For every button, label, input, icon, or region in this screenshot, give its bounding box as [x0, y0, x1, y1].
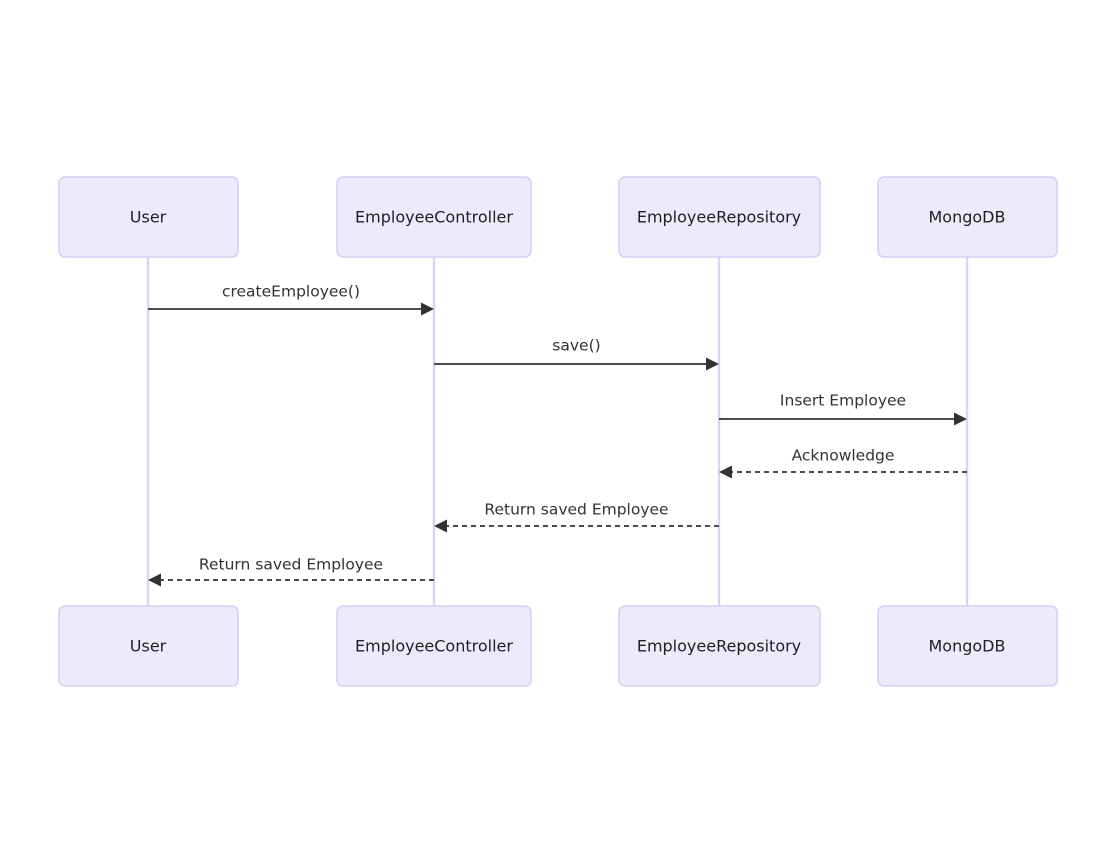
message-label-m1: createEmployee()	[222, 283, 360, 301]
actor-label-mongodb: MongoDB	[929, 208, 1006, 227]
message-m3[interactable]: Insert Employee	[719, 392, 967, 426]
actor-box-rect-mongodb	[877, 605, 1058, 687]
message-arrowhead-m4	[719, 465, 732, 479]
message-arrowhead-m6	[148, 573, 161, 587]
actor-box-bottom-user[interactable]: User	[58, 605, 239, 687]
message-label-m4: Acknowledge	[792, 447, 895, 465]
message-m6[interactable]: Return saved Employee	[148, 556, 434, 587]
actor-label-repository: EmployeeRepository	[637, 208, 801, 227]
actor-label-user: User	[130, 637, 167, 656]
message-arrowhead-m5	[434, 519, 447, 533]
actor-box-rect-user	[58, 605, 239, 687]
message-m1[interactable]: createEmployee()	[148, 283, 434, 316]
actor-box-top-mongodb[interactable]: MongoDB	[877, 176, 1058, 258]
actor-label-repository: EmployeeRepository	[637, 637, 801, 656]
actor-box-rect-mongodb	[877, 176, 1058, 258]
actor-box-top-user[interactable]: User	[58, 176, 239, 258]
actor-box-bottom-mongodb[interactable]: MongoDB	[877, 605, 1058, 687]
bottom-actor-boxes-group: User EmployeeController EmployeeRepository…	[58, 605, 1058, 687]
actor-label-controller: EmployeeController	[355, 637, 513, 656]
message-arrowhead-m3	[954, 412, 967, 426]
actor-box-top-repository[interactable]: EmployeeRepository	[618, 176, 821, 258]
actor-box-rect-user	[58, 176, 239, 258]
message-label-m3: Insert Employee	[780, 392, 906, 410]
actor-box-bottom-controller[interactable]: EmployeeController	[336, 605, 532, 687]
message-label-m5: Return saved Employee	[484, 501, 668, 519]
message-arrowhead-m2	[706, 357, 719, 371]
lifelines-group	[146, 257, 969, 606]
message-m2[interactable]: save()	[434, 337, 719, 371]
actor-box-rect-repository	[618, 176, 821, 258]
top-actor-boxes-group: User EmployeeController EmployeeRepository…	[58, 176, 1058, 258]
message-arrowhead-m1	[421, 302, 434, 316]
message-m4[interactable]: Acknowledge	[719, 447, 967, 479]
actor-box-top-controller[interactable]: EmployeeController	[336, 176, 532, 258]
actor-label-user: User	[130, 208, 167, 227]
messages-group: createEmployee() save() Insert EmployeeAck…	[148, 283, 967, 587]
message-m5[interactable]: Return saved Employee	[434, 501, 719, 533]
actor-label-mongodb: MongoDB	[929, 637, 1006, 656]
actor-box-rect-controller	[336, 605, 532, 687]
actor-box-rect-repository	[618, 605, 821, 687]
message-label-m2: save()	[552, 337, 600, 355]
actor-box-bottom-repository[interactable]: EmployeeRepository	[618, 605, 821, 687]
message-label-m6: Return saved Employee	[199, 556, 383, 574]
actor-box-rect-controller	[336, 176, 532, 258]
actor-label-controller: EmployeeController	[355, 208, 513, 227]
